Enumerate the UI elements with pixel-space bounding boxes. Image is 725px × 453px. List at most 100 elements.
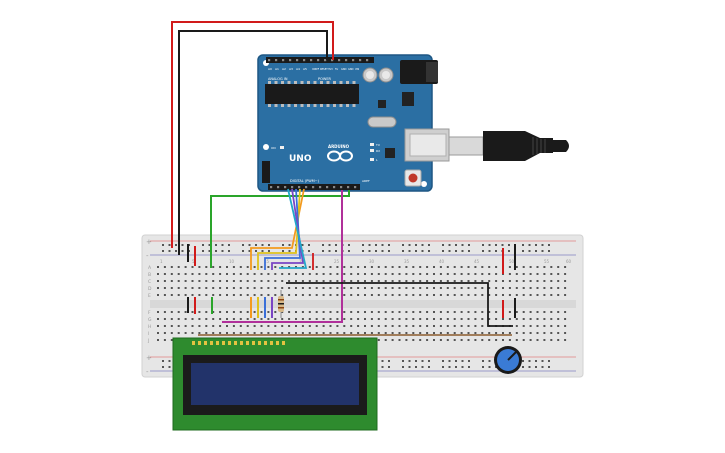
breadboard-hole (281, 325, 284, 327)
breadboard-hole (274, 318, 277, 320)
header-top (266, 57, 374, 63)
breadboard-hole (495, 311, 498, 313)
breadboard-hole (481, 332, 484, 334)
breadboard-hole (295, 273, 297, 275)
header-pin (289, 59, 292, 62)
breadboard-hole (308, 273, 311, 275)
breadboard-hole (308, 325, 311, 327)
wire-purple[interactable] (271, 188, 305, 270)
rail-hole (442, 360, 444, 362)
breadboard-hole (370, 287, 373, 289)
rail-hole (215, 244, 217, 246)
rail-hole (495, 244, 497, 246)
wire-gnd-black[interactable] (178, 30, 328, 255)
wire-blue[interactable] (264, 188, 301, 270)
breadboard-hole (419, 273, 422, 275)
wire-black-pot[interactable] (286, 282, 513, 327)
breadboard-hole (322, 280, 325, 282)
rail-hole (335, 250, 337, 252)
wire-5v-red[interactable] (171, 21, 334, 248)
lcd-pin (282, 341, 285, 345)
breadboard-hole (288, 287, 291, 289)
breadboard-hole (212, 273, 215, 275)
breadboard-hole (239, 280, 242, 282)
rail-hole (175, 250, 177, 252)
breadboard-hole (543, 325, 546, 327)
breadboard-hole (481, 311, 484, 313)
row-letters-bottom: F G H I J (147, 310, 152, 344)
breadboard-hole (170, 311, 173, 313)
chip-pin (320, 104, 323, 107)
wire-cyan[interactable] (279, 188, 308, 269)
breadboard-hole (488, 280, 491, 282)
breadboard-hole (564, 294, 567, 296)
breadboard-hole (226, 318, 228, 320)
breadboard-hole (232, 311, 235, 313)
column-number: 15 (264, 259, 270, 264)
breadboard-hole (474, 280, 477, 282)
breadboard-hole (163, 332, 166, 334)
breadboard-hole (177, 266, 180, 268)
breadboard-hole (226, 266, 228, 268)
chip-pin (268, 81, 271, 84)
usb-plug-ridges (532, 137, 546, 155)
breadboard-hole (481, 287, 484, 289)
potentiometer[interactable] (494, 346, 522, 374)
lcd-pin (276, 341, 279, 345)
breadboard-hole (529, 339, 532, 341)
lcd-display[interactable] (172, 337, 378, 431)
breadboard-hole (288, 325, 291, 327)
usb-plug-body (483, 131, 553, 161)
rail-hole (255, 250, 257, 252)
wire-magenta[interactable] (222, 190, 343, 323)
reset-button[interactable] (408, 173, 418, 183)
row-letter: I (148, 331, 149, 337)
label-aref: AREF (362, 179, 370, 183)
chip-pin (281, 104, 284, 107)
breadboard-hole (433, 325, 435, 327)
breadboard-hole (495, 318, 498, 320)
rail-hole (362, 250, 364, 252)
breadboard-hole (453, 273, 456, 275)
breadboard-hole (398, 318, 401, 320)
breadboard-hole (398, 266, 401, 268)
breadboard-hole (488, 311, 491, 313)
breadboard-hole (226, 325, 228, 327)
breadboard-hole (405, 266, 408, 268)
breadboard-hole (550, 332, 553, 334)
breadboard-hole (322, 332, 325, 334)
breadboard-hole (536, 332, 539, 334)
breadboard-hole (467, 332, 470, 334)
breadboard-hole (474, 311, 477, 313)
breadboard-hole (322, 325, 325, 327)
breadboard-hole (522, 287, 525, 289)
column-number: 40 (439, 259, 445, 264)
breadboard-hole (370, 332, 373, 334)
breadboard-hole (295, 280, 297, 282)
rail-hole (522, 366, 524, 368)
rail-hole (228, 244, 230, 246)
rail-hole (482, 250, 484, 252)
breadboard-hole (357, 273, 360, 275)
header-pin (347, 186, 350, 189)
rail-hole (202, 250, 204, 252)
breadboard-hole (295, 266, 297, 268)
rail-hole (388, 360, 390, 362)
breadboard-hole (536, 287, 539, 289)
breadboard-hole (177, 280, 180, 282)
breadboard-hole (522, 294, 525, 296)
breadboard-hole (253, 273, 256, 275)
breadboard-hole (515, 318, 518, 320)
breadboard-hole (426, 273, 429, 275)
breadboard-hole (481, 339, 484, 341)
breadboard-hole (370, 280, 373, 282)
breadboard-hole (246, 266, 249, 268)
breadboard-hole (288, 280, 291, 282)
resistor[interactable] (278, 290, 284, 318)
header-pin (324, 59, 327, 62)
wire-green[interactable] (210, 190, 350, 268)
arduino-uno[interactable]: ANALOG IN POWER DIGITAL (PWM~) AREF A0 A… (257, 54, 450, 192)
rail-hole (408, 250, 411, 252)
breadboard-hole (274, 280, 277, 282)
rail-hole (448, 366, 451, 368)
